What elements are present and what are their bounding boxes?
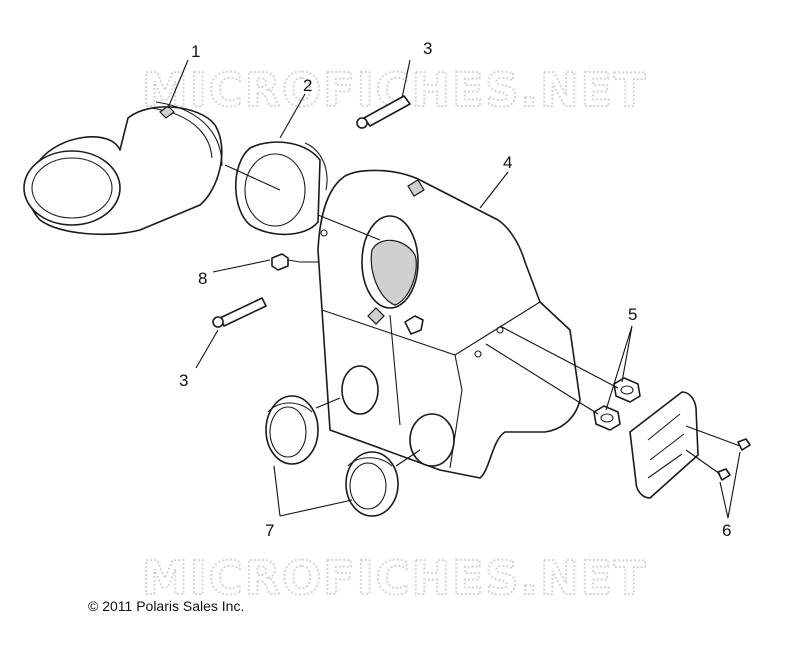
part-4-airbox-housing [317,169,581,479]
callout-3-top: 3 [423,39,432,58]
part-3-strap-top [356,95,411,129]
copyright-text: © 2011 Polaris Sales Inc. [88,598,245,614]
watermark-bottom: MICROFICHES.NET [142,551,647,605]
part-8-fitting [271,253,301,271]
callout-6: 6 [722,521,731,540]
part-6-bracket-bolts [629,391,751,499]
part-1-intake-duct [23,101,223,236]
callout-8: 8 [198,269,207,288]
callout-1: 1 [191,42,200,61]
part-2-filter-ring [234,141,328,236]
callout-2: 2 [303,76,312,95]
callout-3-left: 3 [179,371,188,390]
callout-5: 5 [628,305,637,324]
part-7-clamp-rings [265,395,399,517]
part-3-strap-left [212,297,267,328]
part-5-grommets [593,377,641,431]
leader-lines [167,59,741,519]
callout-7: 7 [265,521,274,540]
callout-4: 4 [503,153,512,172]
